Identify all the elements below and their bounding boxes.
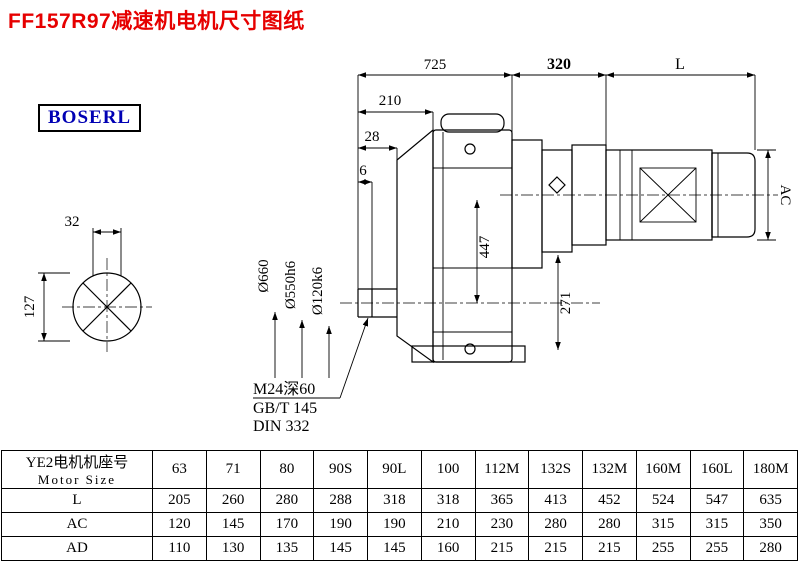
flange-plate bbox=[396, 128, 434, 364]
bolt-hole-bottom bbox=[464, 343, 476, 355]
dim-label-320: 320 bbox=[547, 56, 571, 73]
cell-L-6: 365 bbox=[474, 488, 530, 513]
cell-L-7: 413 bbox=[528, 488, 583, 513]
col-header-90l: 90L bbox=[367, 450, 422, 489]
dim-label-d660: Ø660 bbox=[256, 259, 272, 292]
col-header-71: 71 bbox=[205, 450, 261, 489]
note-thread: M24深60 bbox=[253, 380, 315, 398]
col-header-132m: 132M bbox=[582, 450, 637, 489]
centerlines bbox=[62, 194, 778, 352]
col-header-100: 100 bbox=[420, 450, 476, 489]
cell-AC-8: 280 bbox=[582, 512, 637, 537]
cell-AD-9: 255 bbox=[635, 536, 691, 561]
cell-AC-3: 190 bbox=[313, 512, 368, 537]
col-header-160m: 160M bbox=[635, 450, 691, 489]
gearbox-outline bbox=[357, 113, 526, 364]
dimension-lines bbox=[38, 72, 776, 399]
table-row-L: L 205 260 280 288 318 318 365 413 452 52… bbox=[1, 488, 798, 513]
dimension-labels: 725 320 L 210 28 6 AC 32 127 Ø660 Ø550h6… bbox=[22, 56, 793, 318]
row-label-AC: AC bbox=[1, 512, 153, 537]
motor-size-table: YE2电机机座号 Motor Size 63 71 80 90S 90L 100… bbox=[1, 450, 798, 561]
housing-body bbox=[432, 129, 513, 363]
col-header-132s: 132S bbox=[528, 450, 583, 489]
dim-label-271: 271 bbox=[558, 292, 574, 315]
row-label-AD: AD bbox=[1, 536, 153, 561]
cell-L-11: 635 bbox=[743, 488, 798, 513]
cell-AC-11: 350 bbox=[743, 512, 798, 537]
cell-AC-0: 120 bbox=[152, 512, 207, 537]
note-gb: GB/T 145 bbox=[253, 400, 317, 417]
shaft-end-view bbox=[72, 228, 142, 342]
cell-L-1: 260 bbox=[205, 488, 261, 513]
cell-AD-7: 215 bbox=[528, 536, 583, 561]
cell-L-9: 524 bbox=[635, 488, 691, 513]
dim-label-AC: AC bbox=[777, 185, 793, 206]
terminal-box bbox=[639, 167, 697, 223]
cell-AD-10: 255 bbox=[689, 536, 745, 561]
cell-AD-1: 130 bbox=[205, 536, 261, 561]
cell-L-2: 280 bbox=[259, 488, 315, 513]
cell-AC-4: 190 bbox=[367, 512, 422, 537]
cell-AD-2: 135 bbox=[259, 536, 315, 561]
dim-label-d550: Ø550h6 bbox=[283, 260, 299, 309]
table-row-AD: AD 110 130 135 145 145 160 215 215 215 2… bbox=[1, 536, 798, 561]
dim-label-127: 127 bbox=[22, 295, 38, 318]
note-din: DIN 332 bbox=[253, 418, 309, 435]
bolt-hole-top bbox=[464, 143, 476, 155]
dim-label-32: 32 bbox=[65, 214, 80, 230]
page-title: FF157R97减速机电机尺寸图纸 bbox=[8, 10, 305, 33]
cell-AC-5: 210 bbox=[420, 512, 476, 537]
mounting-foot bbox=[411, 345, 526, 363]
table-row-AC: AC 120 145 170 190 190 210 230 280 280 3… bbox=[1, 512, 798, 537]
cell-AD-11: 280 bbox=[743, 536, 798, 561]
cell-AD-5: 160 bbox=[420, 536, 476, 561]
col-header-80: 80 bbox=[259, 450, 315, 489]
table-header-row: YE2电机机座号 Motor Size 63 71 80 90S 90L 100… bbox=[1, 450, 798, 489]
col-header-180m: 180M bbox=[743, 450, 798, 489]
dim-label-447: 447 bbox=[477, 235, 493, 258]
header-motor-size-cn: YE2电机机座号 bbox=[25, 455, 129, 471]
cell-L-0: 205 bbox=[152, 488, 207, 513]
col-header-63: 63 bbox=[152, 450, 207, 489]
header-motor-size-en: Motor Size bbox=[37, 472, 117, 487]
row-label-L: L bbox=[1, 488, 153, 513]
dim-label-L: L bbox=[675, 56, 685, 73]
col-header-160l: 160L bbox=[689, 450, 745, 489]
header-motor-size: YE2电机机座号 Motor Size bbox=[1, 450, 153, 489]
col-header-112m: 112M bbox=[474, 450, 530, 489]
cell-L-5: 318 bbox=[420, 488, 476, 513]
adapter-outline bbox=[511, 139, 573, 269]
dim-label-d120: Ø120k6 bbox=[310, 266, 326, 315]
cell-AC-10: 315 bbox=[689, 512, 745, 537]
logo-diamond bbox=[548, 176, 566, 194]
dim-label-210: 210 bbox=[379, 93, 402, 109]
cell-AD-6: 215 bbox=[474, 536, 530, 561]
brand-logo: BOSERL bbox=[38, 104, 142, 132]
cell-L-8: 452 bbox=[582, 488, 637, 513]
cell-AC-6: 230 bbox=[474, 512, 530, 537]
drawing-notes: M24深60 GB/T 145 DIN 332 bbox=[253, 380, 317, 435]
dim-label-6: 6 bbox=[359, 163, 367, 179]
cell-AD-8: 215 bbox=[582, 536, 637, 561]
cell-AD-3: 145 bbox=[313, 536, 368, 561]
dim-label-28: 28 bbox=[365, 129, 380, 145]
housing-cap bbox=[440, 113, 505, 133]
cell-AC-1: 145 bbox=[205, 512, 261, 537]
col-header-90s: 90S bbox=[313, 450, 368, 489]
cell-AC-9: 315 bbox=[635, 512, 691, 537]
cell-L-10: 547 bbox=[689, 488, 745, 513]
cell-AC-7: 280 bbox=[528, 512, 583, 537]
cell-L-4: 318 bbox=[367, 488, 422, 513]
shaft-circle bbox=[72, 272, 142, 342]
cell-L-3: 288 bbox=[313, 488, 368, 513]
motor-outline bbox=[571, 144, 756, 246]
technical-drawing: 725 320 L 210 28 6 AC 32 127 Ø660 Ø550h6… bbox=[22, 56, 793, 435]
cell-AD-4: 145 bbox=[367, 536, 422, 561]
cell-AC-2: 170 bbox=[259, 512, 315, 537]
fan-cover bbox=[711, 152, 756, 238]
cell-AD-0: 110 bbox=[152, 536, 207, 561]
dim-label-725: 725 bbox=[424, 57, 447, 73]
